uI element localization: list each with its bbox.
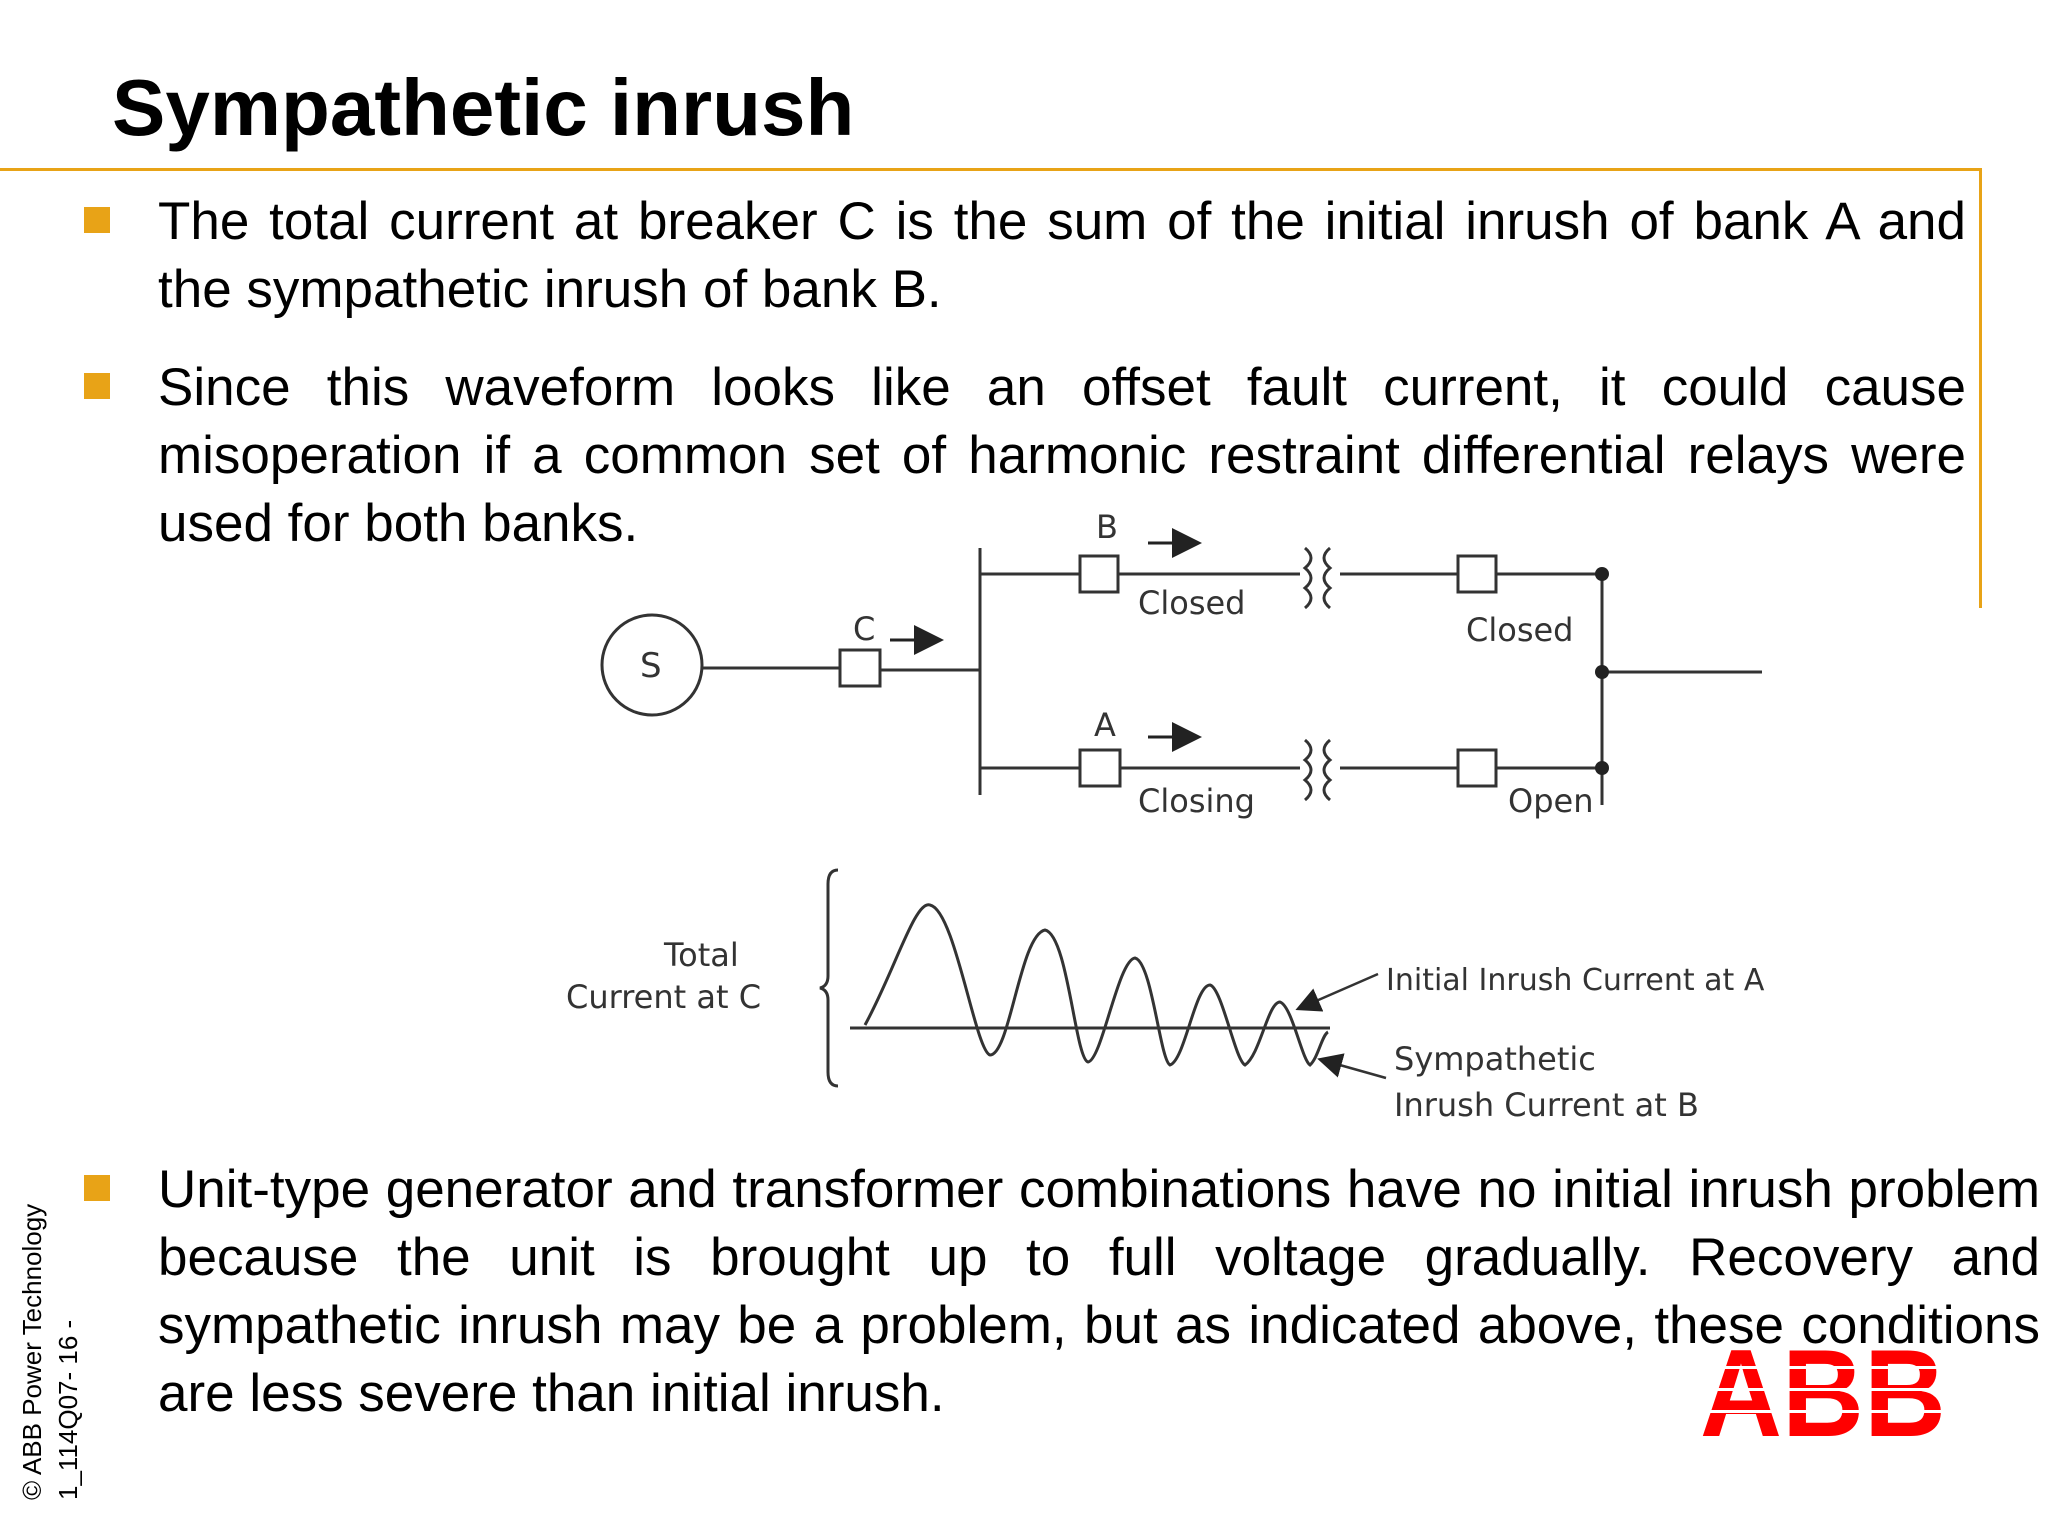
copyright-text: © ABB Power Technology [17,1203,47,1500]
bullet-square-icon [84,207,110,233]
waveform-bracket [819,868,839,1088]
breaker-c-label: C [853,610,875,648]
sympathetic-label-line1: Sympathetic [1394,1040,1596,1078]
bullet-square-icon [84,1175,110,1201]
breaker-a-label: A [1094,706,1116,744]
a-right-state: Open [1508,782,1593,820]
slide-title: Sympathetic inrush [112,63,855,152]
bullet-text: Since this waveform looks like an offset… [158,358,1966,553]
sympathetic-pointer [1317,1053,1387,1080]
slide-code: 1_114Q07- 16 - [53,1319,83,1500]
bullet-item: The total current at breaker C is the su… [84,188,1966,324]
right-border-line [1979,168,1982,608]
bullet-item-bottom: Unit-type generator and transformer comb… [84,1156,2040,1428]
bullet-list-top: The total current at breaker C is the su… [84,188,1966,558]
bullet-text: Unit-type generator and transformer comb… [158,1160,2040,1423]
a-left-state: Closing [1138,782,1255,820]
breaker-b [1078,554,1120,594]
transformer-a-icon [1302,738,1333,802]
breaker-a [1078,748,1122,788]
total-current-waveform [863,903,1329,1067]
breaker-a-right [1456,748,1498,788]
bullet-item: Since this waveform looks like an offset… [84,354,1966,558]
bullet-square-icon [84,373,110,399]
breaker-b-label: B [1096,508,1118,546]
initial-inrush-pointer [1295,972,1379,1012]
transformer-b-icon [1302,546,1333,610]
title-divider [0,168,1982,171]
b-right-state: Closed [1466,611,1573,649]
abb-logo: ABB [1698,1336,1948,1446]
total-label-line1: Total [663,936,739,974]
source-symbol [600,613,704,717]
sympathetic-label-line2: Inrush Current at B [1394,1086,1699,1124]
breaker-c [838,648,882,688]
total-label-line2: Current at C [566,978,761,1016]
initial-inrush-label: Initial Inrush Current at A [1386,963,1765,998]
breaker-b-right [1456,554,1498,594]
source-label: S [640,646,662,686]
footer-sidebar: © ABB Power Technology 1_114Q07- 16 - [14,1204,86,1500]
bullet-text: The total current at breaker C is the su… [158,192,1966,319]
b-left-state: Closed [1138,584,1245,622]
